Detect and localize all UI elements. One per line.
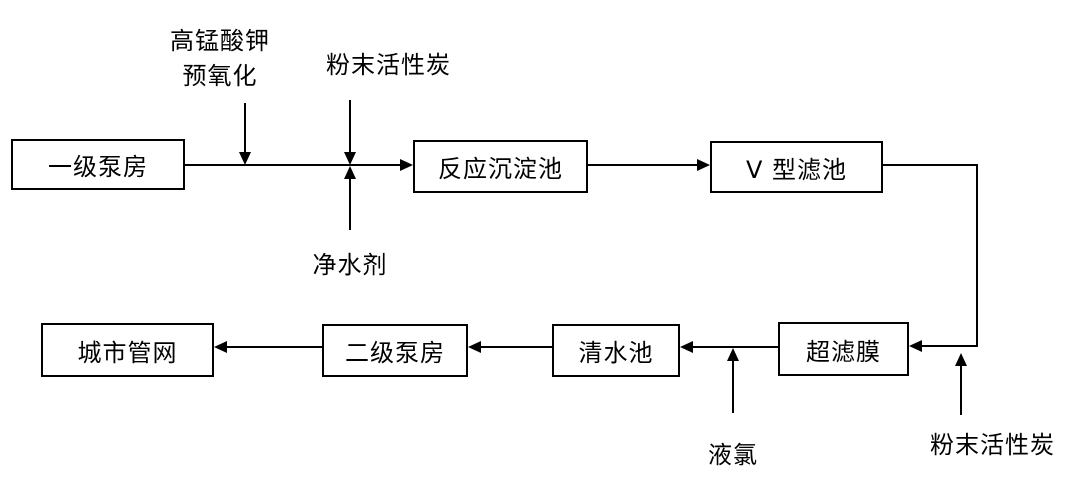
connector-clearwater-to-pump2 bbox=[481, 346, 552, 348]
arrowhead-pac-bottom-up bbox=[955, 353, 967, 366]
arrowhead-into-clear-water-tank bbox=[680, 341, 693, 353]
node-secondary-pump-station: 二级泵房 bbox=[322, 324, 468, 377]
label-powdered-activated-carbon-bottom: 粉末活性炭 bbox=[930, 431, 1055, 459]
label-kmno4-line1: 高锰酸钾 bbox=[170, 27, 270, 55]
label-liquid-chlorine: 液氯 bbox=[708, 441, 758, 469]
connector-into-ultrafiltration bbox=[922, 345, 978, 347]
arrow-kmno4-shaft bbox=[244, 103, 246, 153]
arrowhead-kmno4-down bbox=[239, 152, 251, 165]
connector-vfilter-east bbox=[882, 164, 978, 166]
arrowhead-into-secondary-pump bbox=[468, 341, 481, 353]
connector-vfilter-down bbox=[976, 164, 978, 346]
connector-pump1-to-reaction bbox=[184, 164, 400, 166]
arrowhead-purifier-up bbox=[344, 166, 356, 179]
arrowhead-into-city-network bbox=[214, 341, 227, 353]
node-clear-water-tank: 清水池 bbox=[552, 324, 680, 377]
connector-pump2-to-network bbox=[227, 346, 322, 348]
node-v-type-filter: V 型滤池 bbox=[710, 141, 883, 193]
arrow-pac-top-shaft bbox=[349, 100, 351, 152]
arrowhead-into-v-type-filter bbox=[697, 159, 710, 171]
label-kmno4-preoxidation: 高锰酸钾 预氧化 bbox=[150, 24, 290, 94]
arrowhead-into-ultrafiltration bbox=[909, 340, 922, 352]
arrow-pac-bottom-shaft bbox=[960, 366, 962, 415]
node-city-pipe-network: 城市管网 bbox=[41, 323, 214, 377]
arrow-purifier-shaft bbox=[349, 179, 351, 230]
arrowhead-into-reaction-tank bbox=[400, 159, 413, 171]
arrowhead-chlorine-up bbox=[727, 348, 739, 361]
node-reaction-sedimentation-tank: 反应沉淀池 bbox=[413, 140, 588, 193]
arrow-chlorine-shaft bbox=[732, 361, 734, 413]
label-water-purifying-agent: 净水剂 bbox=[312, 251, 388, 279]
node-ultrafiltration-membrane: 超滤膜 bbox=[778, 322, 909, 376]
connector-reaction-to-vfilter bbox=[587, 164, 697, 166]
arrowhead-pac-top-down bbox=[344, 152, 356, 165]
node-primary-pump-station: 一级泵房 bbox=[11, 139, 185, 190]
label-powdered-activated-carbon-top: 粉末活性炭 bbox=[326, 51, 451, 79]
connector-ultrafiltration-to-clearwater bbox=[693, 346, 778, 348]
label-kmno4-line2: 预氧化 bbox=[182, 62, 258, 90]
